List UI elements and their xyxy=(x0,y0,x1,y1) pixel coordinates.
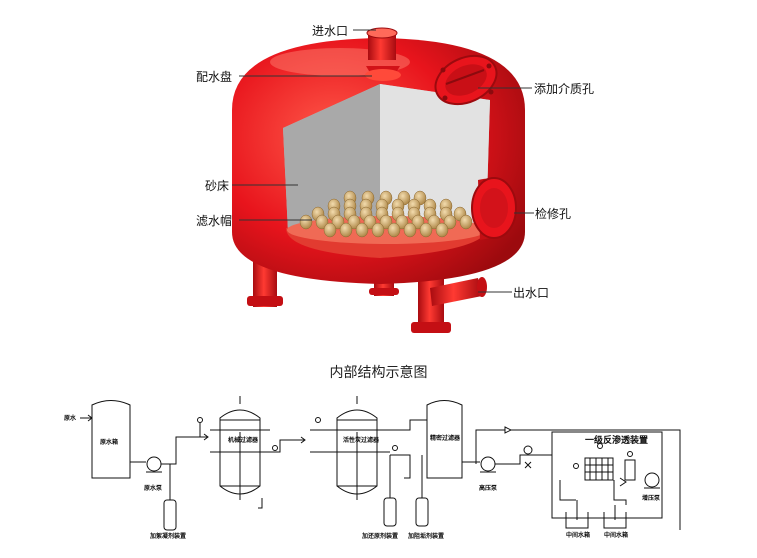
high-pressure-pump xyxy=(480,456,496,472)
antiscalant-tank xyxy=(415,497,429,527)
sand-filter-vessel xyxy=(232,27,525,333)
filter-nozzle xyxy=(315,214,329,230)
filter-nozzle xyxy=(395,214,409,230)
flow-label-carbon: 活性炭过滤器 xyxy=(343,436,380,444)
ro-skid xyxy=(551,431,663,519)
flow-label-raw-water: 原水 xyxy=(64,414,77,422)
flow-label-inter-tank2: 中间水箱 xyxy=(604,531,628,539)
flow-label-multimedia: 机械过滤器 xyxy=(228,436,259,444)
filter-nozzle xyxy=(411,214,425,230)
label-media-hole: 添加介质孔 xyxy=(534,82,594,96)
filter-nozzle xyxy=(379,214,393,230)
intermediate-tank-1 xyxy=(565,512,589,529)
filter-nozzle xyxy=(435,222,449,238)
raw-water-tank xyxy=(91,400,131,479)
coagulant-tank xyxy=(163,499,177,531)
filter-nozzles xyxy=(299,190,473,238)
filter-nozzle xyxy=(371,222,385,238)
filter-nozzle xyxy=(403,222,417,238)
filter-nozzle xyxy=(355,222,369,238)
precision-filter xyxy=(426,400,463,479)
raw-water-pump xyxy=(146,456,162,472)
flow-label-scale: 加阻垢剂装置 xyxy=(407,532,444,540)
filter-nozzle xyxy=(459,214,473,230)
booster-pump xyxy=(644,472,660,488)
flow-labels: 原水 原水箱 原水泵 加絮凝剂装置 机械过滤器 活性炭过滤器 精密过滤器 加还原… xyxy=(64,414,661,540)
flow-label-precision: 精密过滤器 xyxy=(430,434,461,442)
filter-nozzle xyxy=(323,222,337,238)
flow-label-raw-pump: 原水泵 xyxy=(144,484,163,492)
filter-nozzle xyxy=(443,214,457,230)
filter-nozzle xyxy=(427,214,441,230)
filter-nozzle xyxy=(339,222,353,238)
label-nozzle: 滤水帽 xyxy=(196,213,232,228)
filter-nozzle xyxy=(331,214,345,230)
intermediate-tank-2 xyxy=(603,512,627,529)
label-manhole: 检修孔 xyxy=(535,206,571,221)
label-outlet: 出水口 xyxy=(513,286,549,300)
ro-membranes xyxy=(584,457,614,481)
flow-label-booster: 增压泵 xyxy=(642,494,661,502)
label-distributor: 配水盘 xyxy=(196,69,232,84)
flow-label-hp-pump: 高压泵 xyxy=(479,484,498,492)
manhole-flange xyxy=(471,177,517,240)
label-sand-bed: 砂床 xyxy=(205,179,229,193)
inlet-pipe xyxy=(365,27,401,81)
process-flow-diagram xyxy=(80,396,681,531)
flow-label-coagulant: 加絮凝剂装置 xyxy=(149,532,186,540)
label-inlet: 进水口 xyxy=(312,24,348,38)
vessel-labels: 进水口 配水盘 添加介质孔 砂床 滤水帽 检修孔 出水口 xyxy=(196,24,594,300)
filter-nozzle xyxy=(347,214,361,230)
media-port xyxy=(434,54,498,106)
filter-nozzle xyxy=(419,222,433,238)
filter-nozzle xyxy=(363,214,377,230)
flow-label-ro-unit: 一级反渗透装置 xyxy=(585,434,648,446)
flow-label-inter-tank1: 中间水箱 xyxy=(566,531,590,539)
filter-nozzle xyxy=(299,214,313,230)
filter-nozzle xyxy=(387,222,401,238)
flow-label-raw-tank: 原水箱 xyxy=(100,438,118,446)
figure-caption: 内部结构示意图 xyxy=(329,365,428,381)
flow-label-reducer: 加还原剂装置 xyxy=(361,532,398,540)
reducer-tank xyxy=(383,497,397,527)
